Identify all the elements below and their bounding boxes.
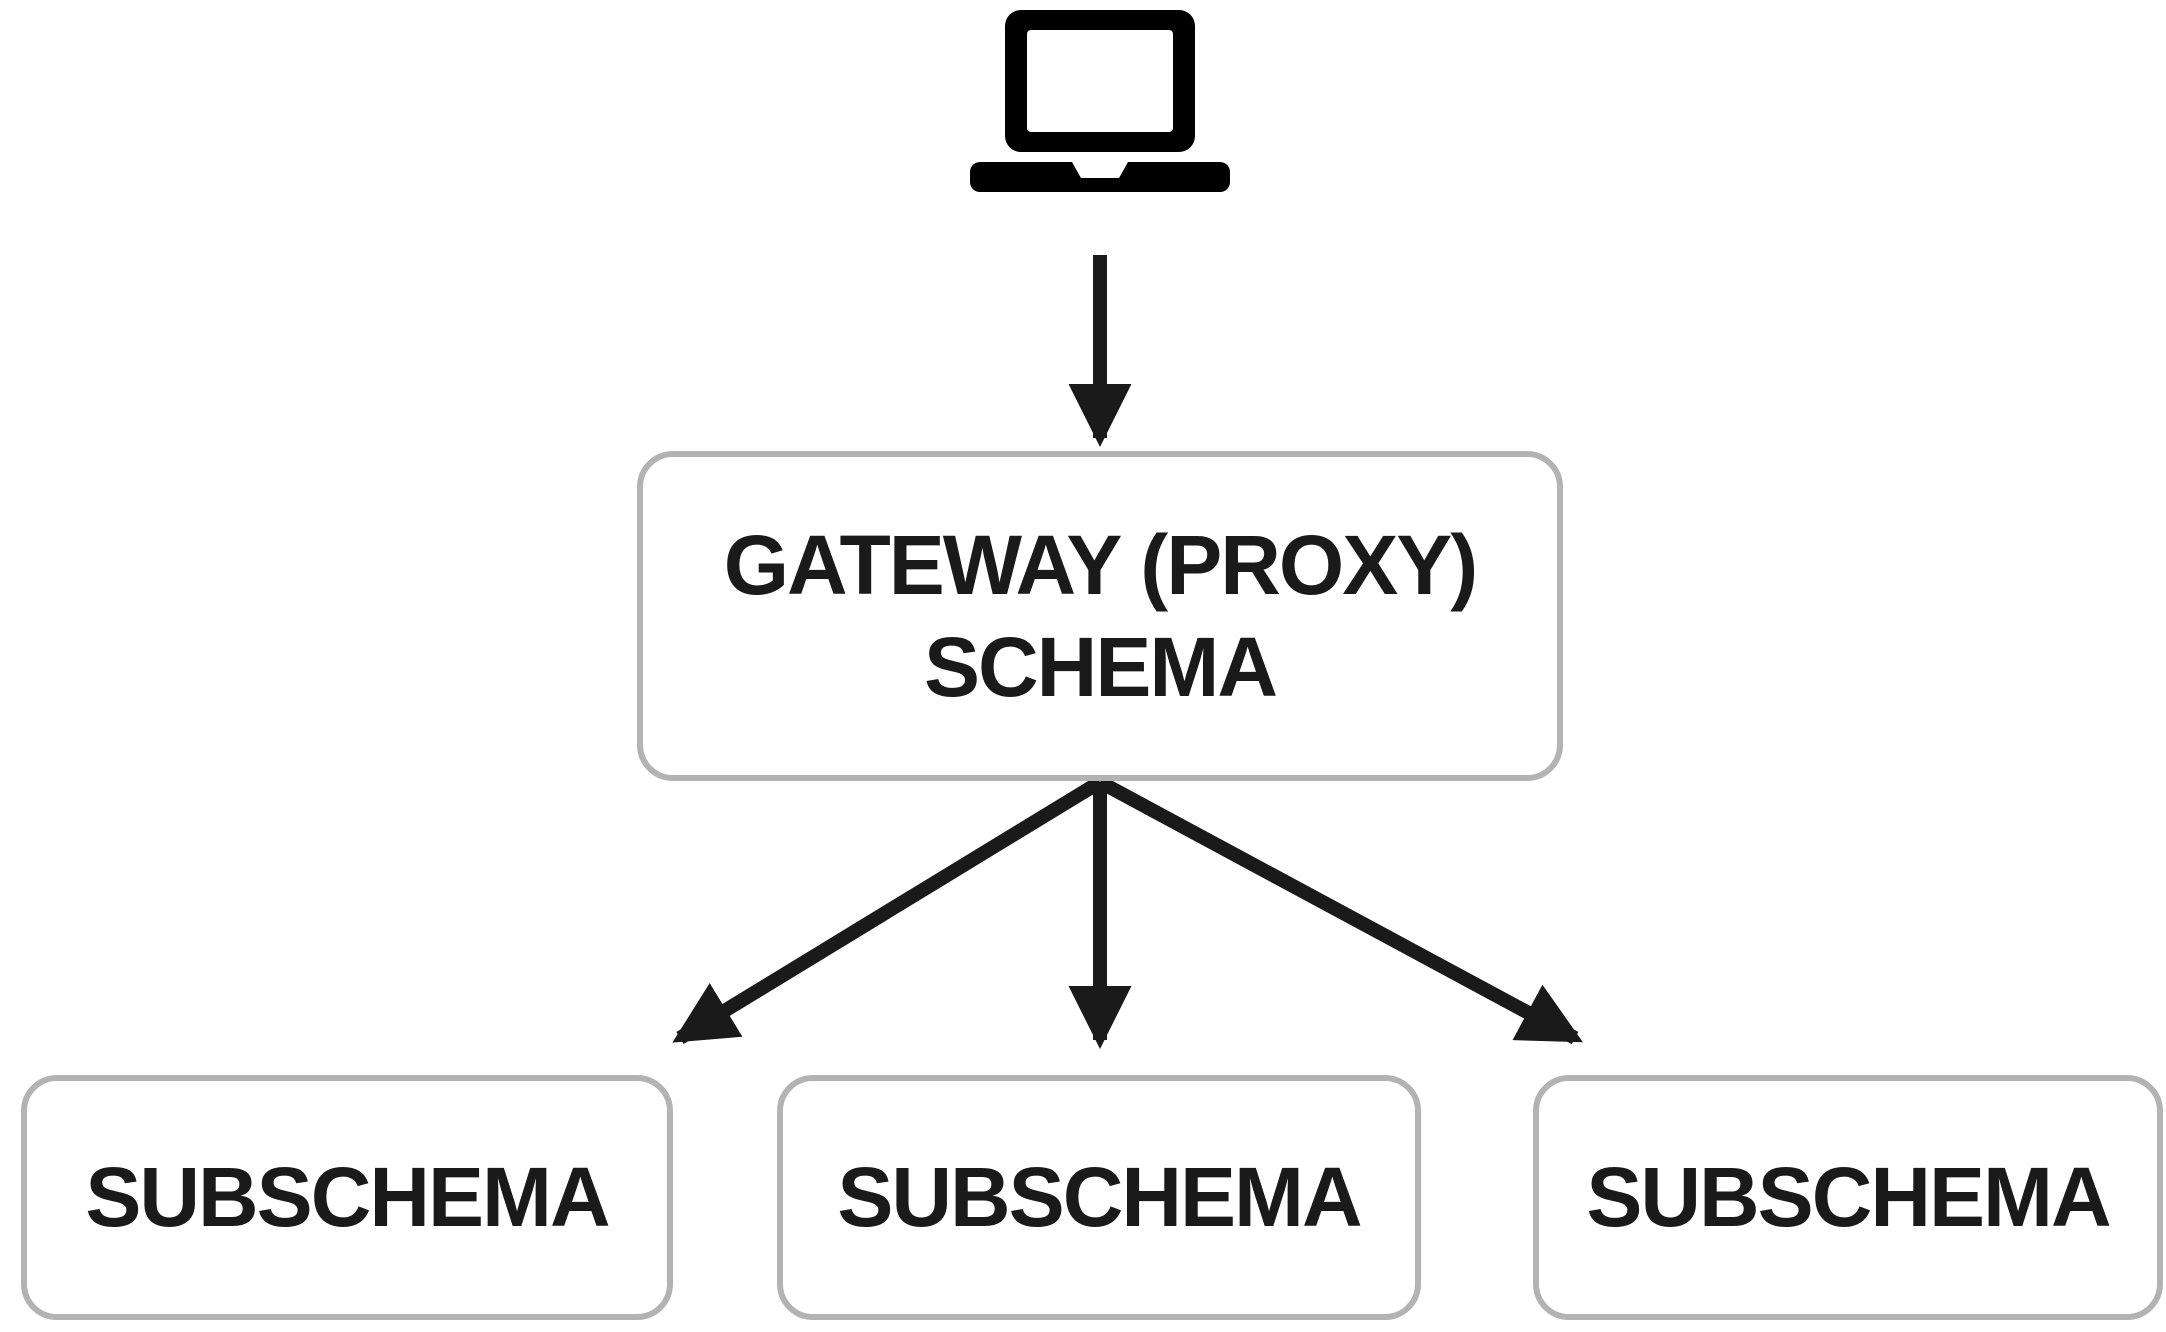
gateway-label-line2: SCHEMA	[923, 620, 1278, 714]
subschema-label: SUBSCHEMA	[837, 1150, 1362, 1245]
subschema-node-3: SUBSCHEMA	[1533, 1075, 2163, 1320]
subschema-node-2: SUBSCHEMA	[777, 1075, 1421, 1320]
subschema-label: SUBSCHEMA	[1586, 1150, 2111, 1245]
arrow-gateway-to-subschema-1	[672, 776, 1104, 1044]
laptop-icon	[970, 10, 1230, 192]
arrow-gateway-to-subschema-3	[1096, 775, 1583, 1045]
gateway-schema-node: GATEWAY (PROXY) SCHEMA	[637, 451, 1563, 781]
subschema-node-1: SUBSCHEMA	[21, 1075, 673, 1320]
subschema-label: SUBSCHEMA	[85, 1150, 610, 1245]
gateway-label-line1: GATEWAY (PROXY)	[723, 517, 1479, 612]
